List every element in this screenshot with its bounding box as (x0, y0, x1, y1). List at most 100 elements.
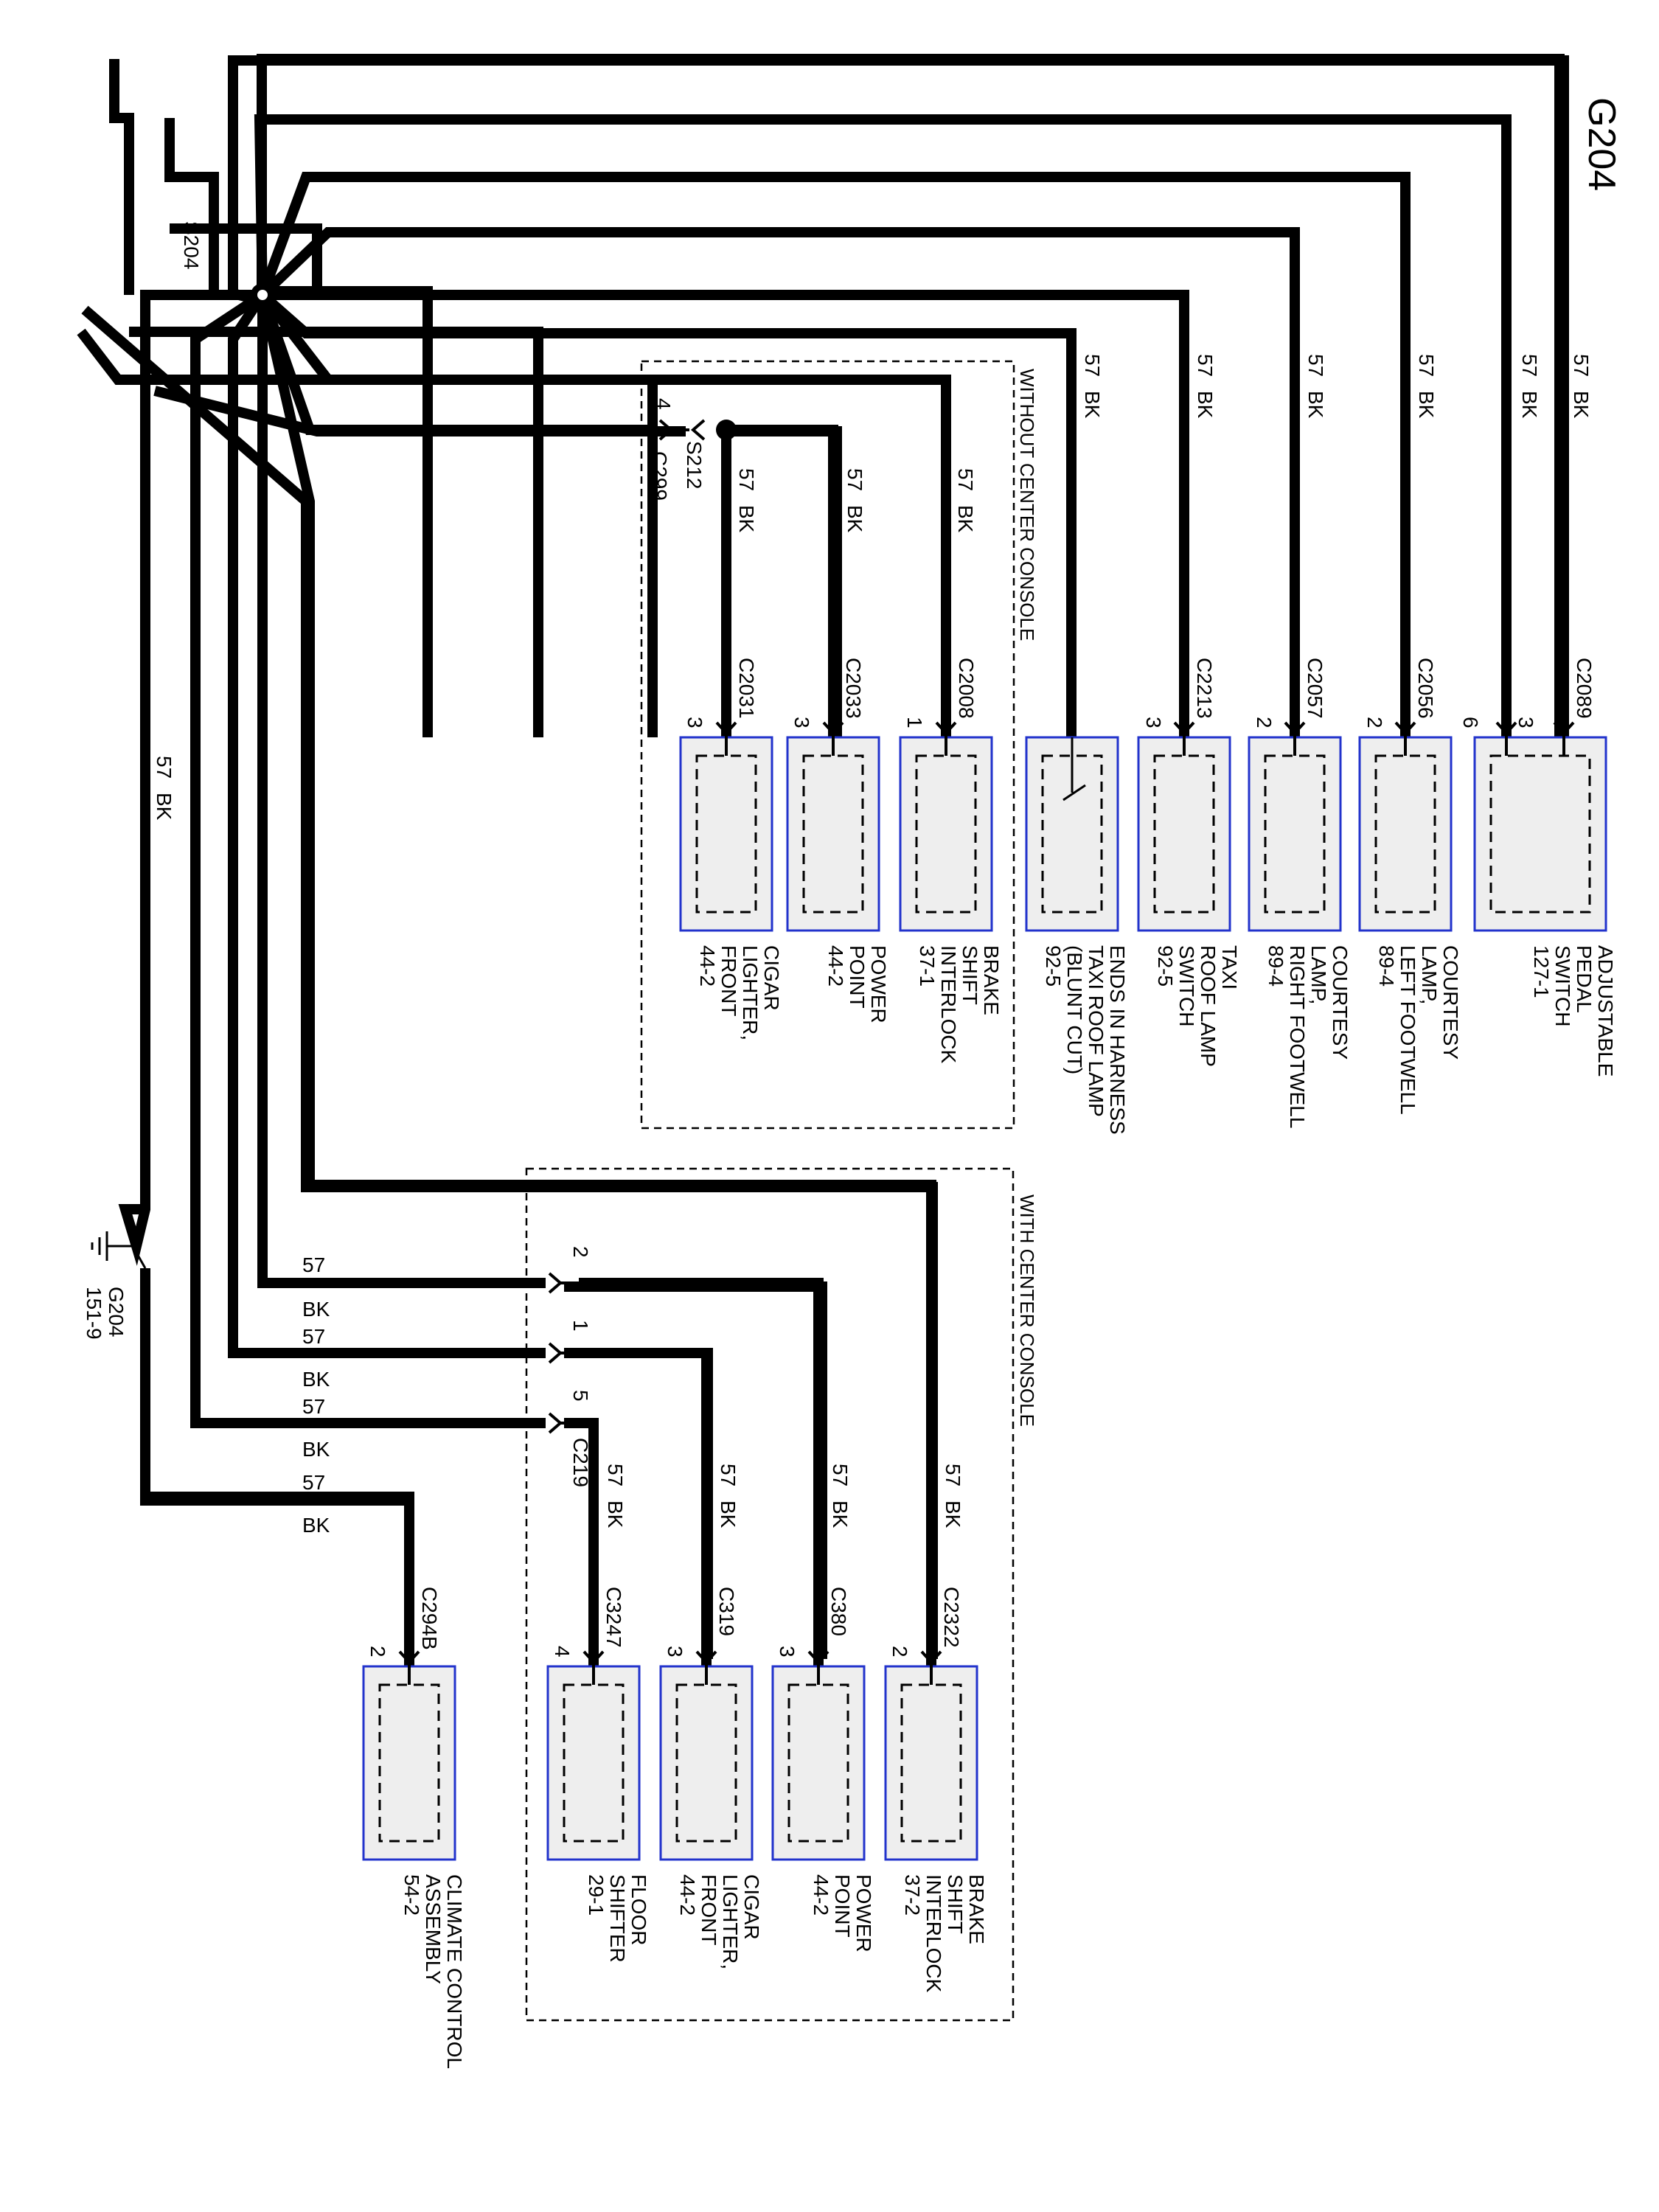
svg-text:57: 57 (1304, 354, 1327, 377)
component-label-line: INTERLOCK (922, 1874, 945, 1993)
connector-terminal-icon (398, 1650, 420, 1685)
component-box (786, 736, 880, 932)
component-label-line: 54-2 (400, 1874, 423, 1916)
component-box (362, 1665, 456, 1861)
wire-s212-to-c2033 (726, 425, 838, 737)
svg-text:4: 4 (652, 398, 675, 410)
pin-label: 2 (1253, 717, 1276, 728)
pin-label: 3 (776, 1646, 799, 1658)
component-label-line: FRONT (717, 945, 740, 1016)
svg-text:57: 57 (1518, 354, 1541, 377)
component-label-line: 127-1 (1530, 945, 1553, 998)
svg-text:57: 57 (942, 1464, 964, 1486)
component-inner (1264, 754, 1326, 914)
component-label-line: 29-1 (585, 1874, 608, 1916)
svg-text:BK: BK (942, 1500, 964, 1528)
connector-label: C294B (418, 1587, 441, 1650)
svg-text:57: 57 (153, 756, 175, 779)
svg-text:2: 2 (569, 1246, 592, 1258)
wire-to-c2057 (259, 227, 1300, 737)
svg-text:BK: BK (1570, 391, 1593, 419)
region-without-console (640, 360, 1015, 1130)
wire-to-c2322 (257, 293, 936, 1666)
component-label-line: SHIFT (959, 945, 981, 1005)
svg-text:BK: BK (1518, 391, 1541, 419)
svg-text:57: 57 (717, 1464, 740, 1486)
wire-to-c2213 (262, 290, 1189, 737)
wire-c219-1-to-c319 (579, 1348, 712, 1666)
pin-label: 6 (1459, 717, 1482, 728)
component-inner (1041, 754, 1103, 914)
component-label-line: POINT (831, 1874, 854, 1938)
component-label-line: TAXI (1218, 945, 1241, 990)
component-label-line: 92-5 (1154, 945, 1177, 987)
c219-connector: 2 1 5 C219 (548, 1246, 592, 1487)
component-label-line: SWITCH (1551, 945, 1574, 1026)
component-inner (378, 1683, 440, 1843)
pin-label: 2 (366, 1646, 389, 1658)
pin-label: 3 (790, 717, 813, 728)
connector-terminal-icon (920, 1650, 942, 1685)
component-inner (1374, 754, 1436, 914)
svg-text:57: 57 (302, 1471, 325, 1494)
svg-text:1: 1 (569, 1320, 592, 1332)
svg-text:BK: BK (302, 1438, 330, 1461)
wire-to-blunt-cut (259, 291, 1077, 793)
pin-label: 4 (551, 1646, 574, 1658)
svg-text:G204: G204 (105, 1287, 128, 1338)
component-label-line: LAMP, (1418, 945, 1441, 1004)
component-label-line: 37-1 (916, 945, 939, 987)
component-label-line: ASSEMBLY (422, 1874, 445, 1984)
component-inner (1153, 754, 1215, 914)
svg-text:5: 5 (569, 1390, 592, 1402)
component-inner (563, 1683, 625, 1843)
wire-c2057 (170, 223, 322, 295)
component-label-line: POWER (852, 1874, 875, 1952)
component-label-line: SWITCH (1175, 945, 1198, 1026)
region-with-console-label: WITH CENTER CONSOLE (1016, 1194, 1038, 1427)
component-inner (787, 1683, 849, 1843)
component-label-line: COURTESY (1439, 945, 1462, 1060)
connector-terminal-icon (1495, 721, 1517, 756)
svg-text:BK: BK (302, 1368, 330, 1391)
connector-label: C2322 (940, 1587, 963, 1648)
connector-terminal-icon (807, 1650, 830, 1685)
svg-text:BK: BK (717, 1500, 740, 1528)
connector-terminal-icon (1173, 721, 1195, 756)
component-box (679, 736, 773, 932)
connector-terminal-icon (1394, 721, 1416, 756)
connector-label: C3247 (602, 1587, 625, 1648)
region-without-console-label: WITHOUT CENTER CONSOLE (1016, 369, 1038, 641)
wire-c294b (140, 1492, 414, 1659)
connector-terminal-icon (695, 1650, 717, 1685)
connector-label: C380 (827, 1587, 850, 1636)
component-label-line: SHIFT (944, 1874, 967, 1934)
component-label-line: 89-4 (1375, 945, 1398, 987)
component-box (884, 1665, 978, 1861)
pin-label: 2 (1363, 717, 1386, 728)
svg-text:57: 57 (302, 1253, 325, 1276)
diagram-title: G204 (1580, 97, 1623, 191)
component-label-line: LEFT FOOTWELL (1397, 945, 1419, 1115)
component-label-line: CLIMATE CONTROL (443, 1874, 466, 2069)
svg-text:57: 57 (844, 468, 866, 491)
component-label-line: POWER (867, 945, 890, 1023)
component-label-line: 44-2 (824, 945, 847, 987)
component-label-line: BRAKE (965, 1874, 988, 1944)
svg-text:C219: C219 (569, 1438, 592, 1487)
component-box (1137, 736, 1231, 932)
pin-label: 1 (903, 717, 926, 728)
wire-to-c2008 (258, 291, 951, 737)
component-label-line: (BLUNT CUT) (1063, 945, 1086, 1074)
connector-terminal-icon (822, 721, 844, 756)
wire-with-console-c2322 (81, 305, 938, 1659)
